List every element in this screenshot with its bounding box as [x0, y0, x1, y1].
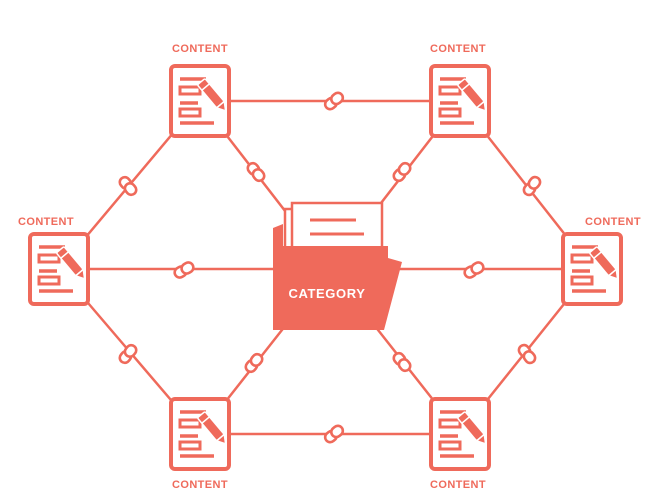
content-label-top-right: CONTENT [430, 43, 486, 55]
chain-link-icon [461, 259, 487, 281]
content-label-top-left: CONTENT [172, 43, 228, 55]
document-pencil-icon [561, 232, 624, 306]
content-label-bottom-left: CONTENT [172, 479, 228, 491]
content-label-middle-right: CONTENT [585, 216, 641, 228]
chain-link-icon [242, 350, 266, 376]
category-label: CATEGORY [288, 286, 366, 301]
folder-icon [273, 201, 402, 330]
chain-link-icon [171, 259, 197, 281]
chain-link-icon [390, 349, 414, 375]
chain-link-icon [244, 159, 268, 185]
chain-link-icon [321, 89, 347, 113]
chain-link-icon [116, 341, 140, 367]
chain-link-icon [321, 422, 347, 446]
document-pencil-icon [429, 64, 492, 138]
document-pencil-icon [429, 397, 492, 471]
chain-link-icon [515, 341, 539, 367]
content-label-bottom-right: CONTENT [430, 479, 486, 491]
document-pencil-icon [28, 232, 91, 306]
content-label-middle-left: CONTENT [18, 216, 74, 228]
chain-link-icon [390, 159, 414, 185]
chain-link-icon [520, 173, 544, 199]
document-pencil-icon [169, 397, 232, 471]
document-pencil-icon [169, 64, 232, 138]
